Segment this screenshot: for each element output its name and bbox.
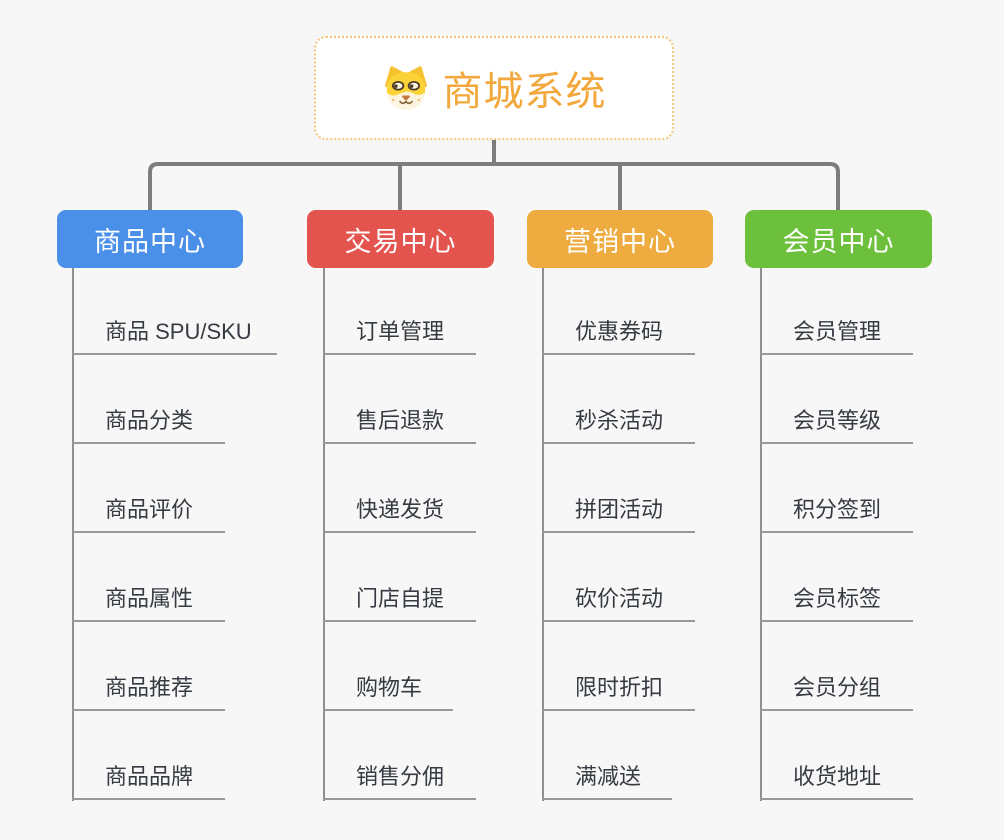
child-node[interactable]: 收货地址 [760,755,913,800]
child-node[interactable]: 砍价活动 [542,577,695,622]
branch-node-product-center[interactable]: 商品中心 [57,210,243,268]
child-node[interactable]: 商品 SPU/SKU [72,310,277,355]
child-node[interactable]: 订单管理 [323,310,476,355]
branch-trunk-line [542,268,544,801]
child-node[interactable]: 限时折扣 [542,666,695,711]
child-node[interactable]: 售后退款 [323,399,476,444]
branch-node-trade-center[interactable]: 交易中心 [307,210,494,268]
child-node[interactable]: 优惠券码 [542,310,695,355]
child-node[interactable]: 购物车 [323,666,453,711]
branch-label: 商品中心 [94,226,206,257]
branch-label: 营销中心 [564,226,676,257]
child-node[interactable]: 会员分组 [760,666,913,711]
child-node[interactable]: 商品推荐 [72,666,225,711]
branch-node-member-center[interactable]: 会员中心 [745,210,932,268]
branch-node-marketing-center[interactable]: 营销中心 [527,210,713,268]
child-node[interactable]: 销售分佣 [323,755,476,800]
child-node[interactable]: 商品品牌 [72,755,225,800]
child-node[interactable]: 会员标签 [760,577,913,622]
child-node[interactable]: 积分签到 [760,488,913,533]
branch-label: 会员中心 [782,226,895,257]
root-node[interactable]: 商城系统 [314,36,674,140]
dog-face-icon [382,65,430,111]
child-node[interactable]: 商品属性 [72,577,225,622]
branch-trunk-line [72,268,74,801]
child-node[interactable]: 秒杀活动 [542,399,695,444]
child-node[interactable]: 商品评价 [72,488,225,533]
root-title: 商城系统 [442,70,607,114]
branch-trunk-line [760,268,762,801]
branch-label: 交易中心 [344,226,457,257]
child-node[interactable]: 快递发货 [323,488,476,533]
child-node[interactable]: 会员等级 [760,399,913,444]
child-node[interactable]: 商品分类 [72,399,225,444]
child-node[interactable]: 门店自提 [323,577,476,622]
child-node[interactable]: 满减送 [542,755,672,800]
branch-trunk-line [323,268,325,801]
child-node[interactable]: 拼团活动 [542,488,695,533]
child-node[interactable]: 会员管理 [760,310,913,355]
